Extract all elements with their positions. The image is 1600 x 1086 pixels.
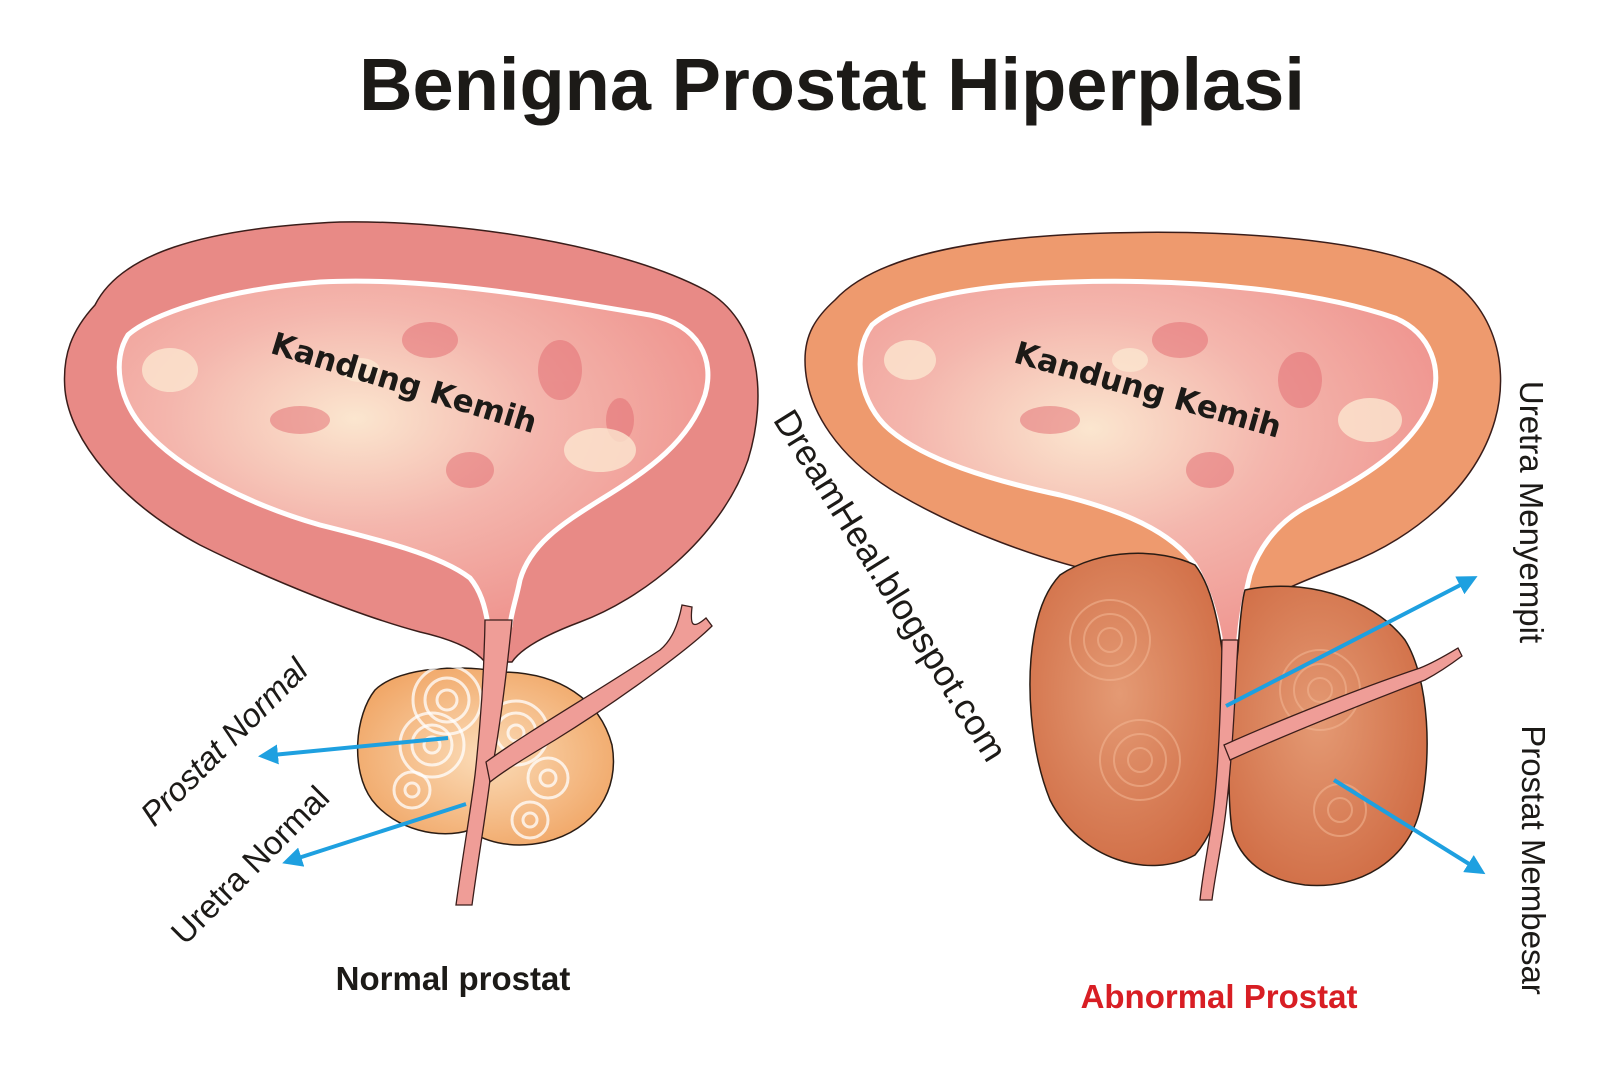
duct-abnormal [1223, 647, 1463, 761]
caption-normal: Normal prostat [336, 960, 571, 997]
label-uretra-menyempit: Uretra Menyempit [1513, 381, 1550, 643]
label-prostat-membesar: Prostat Membesar [1515, 725, 1552, 995]
label-uretra-normal: Uretra Normal [164, 779, 337, 952]
abnormal-diagram: Kandung Kemih Uretra Menyempit Prostat M… [804, 231, 1552, 1015]
caption-abnormal: Abnormal Prostat [1081, 978, 1358, 1015]
urethra-normal [455, 619, 513, 906]
arrow-prostat-membesar [1332, 778, 1486, 875]
arrow-prostat-normal [258, 736, 449, 765]
arrow-uretra-normal [282, 802, 467, 867]
page-title: Benigna Prostat Hiperplasi [359, 43, 1305, 126]
enlarged-prostate [1029, 552, 1428, 887]
normal-diagram: Kandung Kemih Prostat Normal Uretra Norm… [63, 221, 759, 997]
arrow-uretra-menyempit [1225, 576, 1478, 708]
duct-normal [485, 604, 713, 784]
